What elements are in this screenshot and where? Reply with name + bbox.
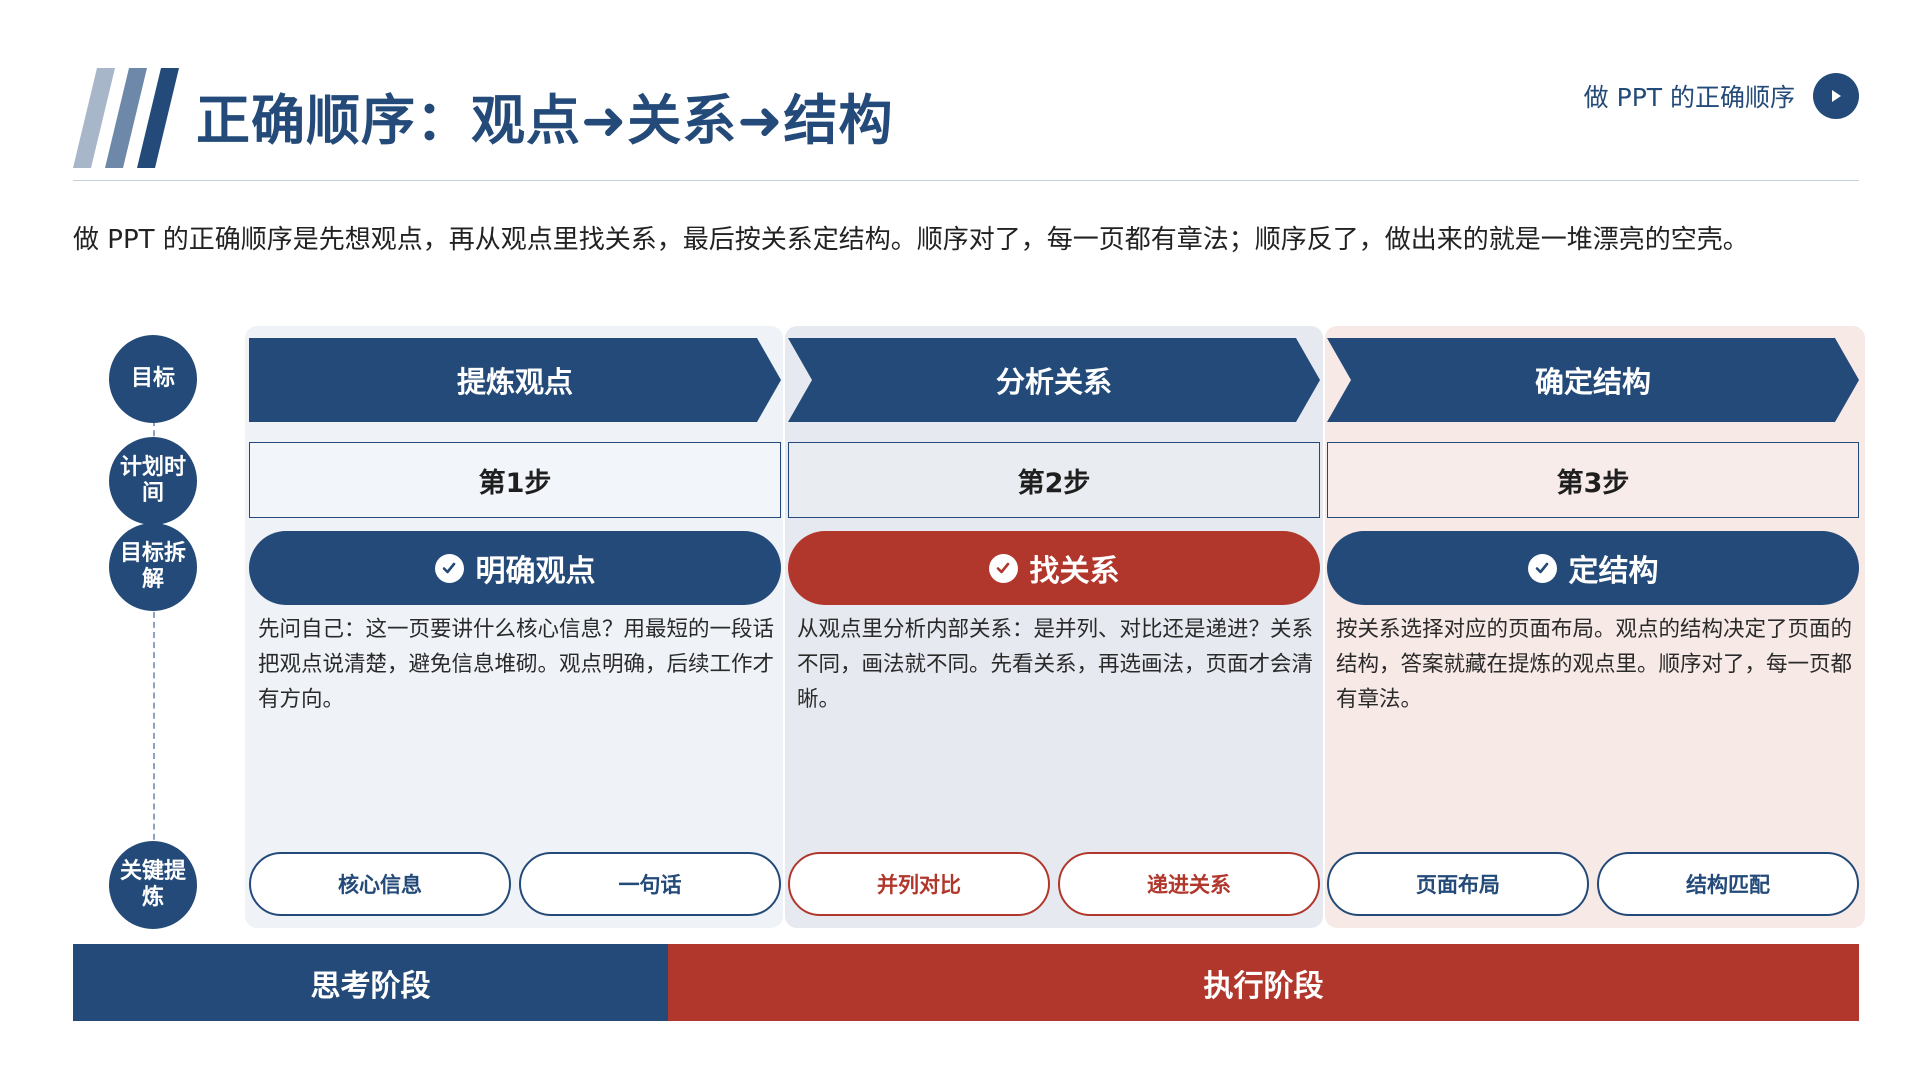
slash-decoration-icon	[73, 68, 179, 168]
key-tag-2-2[interactable]: 递进关系	[1058, 852, 1320, 916]
intro-paragraph: 做 PPT 的正确顺序是先想观点，再从观点里找关系，最后按关系定结构。顺序对了，…	[73, 225, 1749, 255]
check-icon	[988, 553, 1018, 583]
step-box-3: 第3步	[1327, 442, 1859, 518]
key-tag-3-2[interactable]: 结构匹配	[1597, 852, 1859, 916]
timeline-goal: 目标	[109, 335, 197, 423]
breakdown-label-3: 定结构	[1568, 554, 1659, 589]
phase-execution: 执行阶段	[668, 944, 1859, 1021]
goal-label-2: 分析关系	[995, 365, 1112, 399]
breakdown-label-1: 明确观点	[475, 554, 596, 589]
column-description-2: 从观点里分析内部关系：是并列、对比还是递进？关系不同，画法就不同。先看关系，再选…	[797, 617, 1314, 712]
check-icon	[434, 553, 464, 583]
page-title: 正确顺序：观点➜关系➜结构	[196, 89, 894, 152]
breakdown-pill-3: 定结构	[1327, 531, 1859, 605]
next-button[interactable]	[1813, 73, 1859, 119]
timeline-breakdown: 目标拆解	[109, 523, 197, 611]
goal-label-3: 确定结构	[1534, 365, 1651, 399]
key-tag-1-1[interactable]: 核心信息	[249, 852, 511, 916]
breakdown-pill-2: 找关系	[788, 531, 1320, 605]
nav-link-text[interactable]: 做 PPT 的正确顺序	[1583, 83, 1795, 112]
phase-thinking: 思考阶段	[73, 944, 668, 1021]
column-description-1: 先问自己：这一页要讲什么核心信息？用最短的一段话把观点说清楚，避免信息堆砌。观点…	[258, 617, 775, 712]
key-tag-1-2[interactable]: 一句话	[519, 852, 781, 916]
goal-chevron-2: 分析关系	[788, 338, 1320, 422]
step-box-1: 第1步	[249, 442, 781, 518]
header: 正确顺序：观点➜关系➜结构 做 PPT 的正确顺序	[73, 66, 1859, 181]
key-tag-3-1[interactable]: 页面布局	[1327, 852, 1589, 916]
column-2-background	[785, 326, 1323, 928]
play-icon	[1832, 90, 1841, 102]
goal-chevron-3: 确定结构	[1327, 338, 1859, 422]
timeline-dashed-line	[153, 400, 155, 870]
key-tag-2-1[interactable]: 并列对比	[788, 852, 1050, 916]
goal-chevron-1: 提炼观点	[249, 338, 781, 422]
timeline-plan-time: 计划时间	[109, 437, 197, 525]
check-icon	[1527, 553, 1557, 583]
goal-label-1: 提炼观点	[456, 365, 573, 399]
column-1-background	[245, 326, 783, 928]
step-box-2: 第2步	[788, 442, 1320, 518]
breakdown-pill-1: 明确观点	[249, 531, 781, 605]
column-description-3: 按关系选择对应的页面布局。观点的结构决定了页面的结构，答案就藏在提炼的观点里。顺…	[1336, 617, 1853, 712]
breakdown-label-2: 找关系	[1029, 554, 1120, 589]
column-3-background	[1325, 326, 1865, 928]
timeline-key-points: 关键提炼	[109, 841, 197, 929]
